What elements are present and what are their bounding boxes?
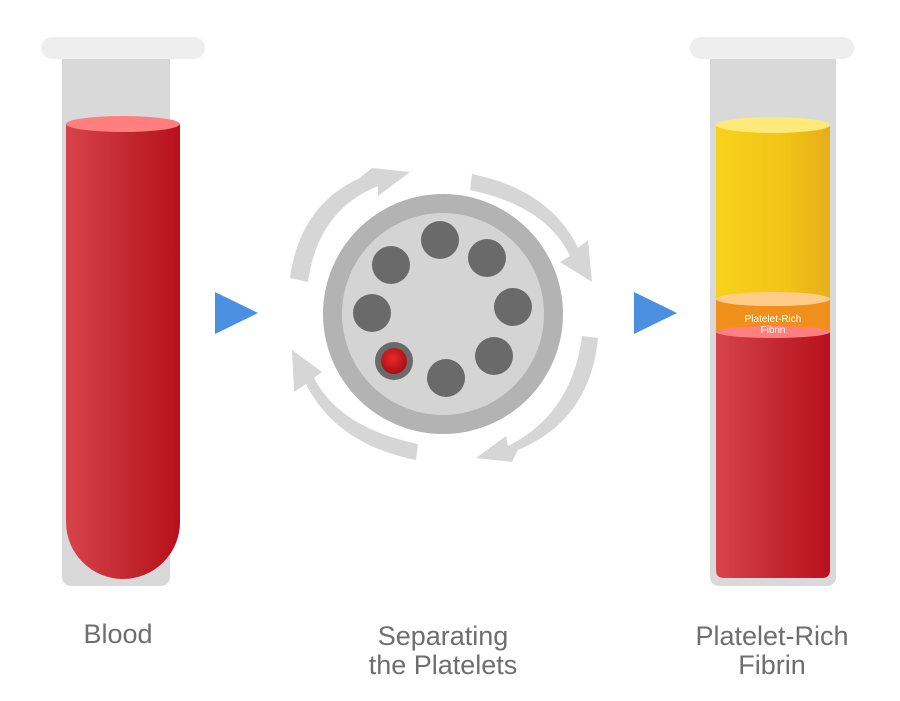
blood-surface xyxy=(66,116,180,132)
play-triangle-icon xyxy=(215,292,258,334)
caption-separating-line1: Separating xyxy=(377,621,509,651)
play-triangle-icon xyxy=(634,292,677,334)
rotor-slot xyxy=(468,239,506,277)
circular-arrow-icon xyxy=(290,168,598,462)
caption-blood-text: Blood xyxy=(83,619,153,649)
prf-tube: Platelet-Rich Fibrin xyxy=(690,37,854,586)
plasma-surface xyxy=(716,117,830,133)
prf-layer-label-line1: Platelet-Rich xyxy=(745,314,802,325)
tube-cap xyxy=(41,37,205,59)
prf-layer-label-line2: Fibrin xyxy=(760,325,785,336)
red-cell-surface xyxy=(716,326,830,338)
caption-separating: Separating the Platelets xyxy=(343,622,543,680)
blood-tube xyxy=(41,37,205,586)
plasma-layer xyxy=(716,125,830,299)
tube-cap xyxy=(690,37,854,59)
rotor-slot xyxy=(421,221,459,259)
blood-fill xyxy=(66,124,180,579)
caption-blood: Blood xyxy=(18,620,218,649)
caption-prf: Platelet-Rich Fibrin xyxy=(672,622,872,680)
prf-layer-surface xyxy=(716,292,830,306)
blood-sample xyxy=(381,348,407,374)
rotor-slot xyxy=(353,294,391,332)
caption-prf-line1: Platelet-Rich xyxy=(695,621,849,651)
rotor-slots xyxy=(353,221,532,397)
caption-prf-line2: Fibrin xyxy=(738,650,806,680)
rotor-slot xyxy=(475,337,513,375)
rotor-slot xyxy=(427,359,465,397)
rotor-slot xyxy=(372,246,410,284)
rotor-slot xyxy=(494,288,532,326)
red-cell-layer xyxy=(716,332,830,578)
caption-separating-line2: the Platelets xyxy=(368,650,518,680)
centrifuge xyxy=(290,168,598,462)
